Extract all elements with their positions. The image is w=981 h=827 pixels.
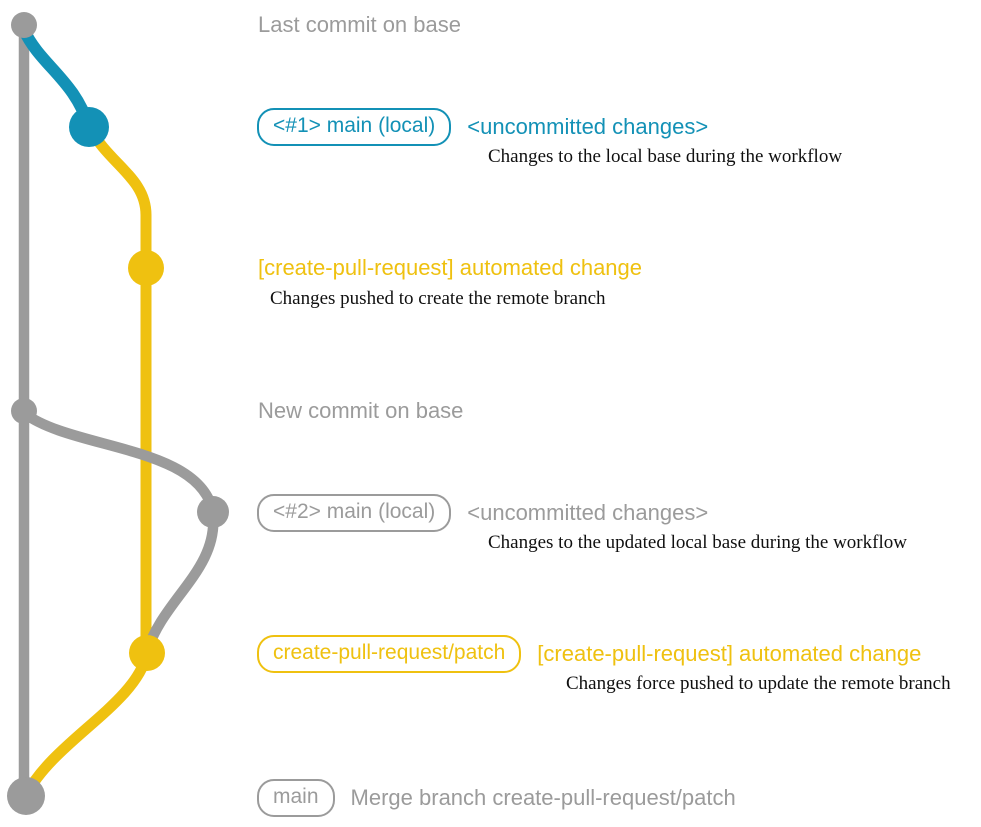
branch-badge-main-local-1: <#1> main (local) — [257, 108, 452, 146]
last-commit-label: Last commit on base — [258, 12, 461, 37]
merge-branch-label: Merge branch create-pull-request/patch — [350, 785, 736, 810]
edge-base-to-local-2 — [18, 407, 219, 518]
annotation-merge-commit: main Merge branch create-pull-request/pa… — [257, 779, 736, 817]
node-merge-commit — [7, 777, 45, 815]
node-last-commit-on-base — [11, 12, 37, 38]
annotation-automated-change-2: create-pull-request/patch [create-pull-r… — [257, 635, 921, 673]
new-commit-label: New commit on base — [258, 398, 464, 423]
node-automated-change-1 — [128, 250, 164, 286]
caption-force-pushed-update-remote: Changes force pushed to update the remot… — [566, 673, 951, 694]
annotation-last-commit-on-base: Last commit on base — [258, 12, 461, 38]
automated-change-label-2: [create-pull-request] automated change — [537, 641, 922, 666]
edge-local-2-to-patch — [141, 509, 219, 658]
uncommitted-changes-label-1: <uncommitted changes> — [467, 114, 709, 139]
edge-patch-merge — [20, 648, 153, 801]
caption-updated-local-base-changes: Changes to the updated local base during… — [488, 532, 907, 553]
branch-badge-main-local-2: <#2> main (local) — [257, 494, 452, 532]
caption-pushed-create-remote: Changes pushed to create the remote bran… — [270, 288, 606, 309]
node-automated-change-2 — [129, 635, 165, 671]
annotation-main-local-2: <#2> main (local) <uncommitted changes> — [257, 494, 708, 532]
automated-change-label-1: [create-pull-request] automated change — [258, 255, 643, 280]
annotation-main-local-1: <#1> main (local) <uncommitted changes> — [257, 108, 708, 146]
uncommitted-changes-label-2: <uncommitted changes> — [467, 500, 709, 525]
node-new-commit-on-base — [11, 398, 37, 424]
branch-badge-create-pull-request-patch: create-pull-request/patch — [257, 635, 522, 673]
branch-badge-main: main — [257, 779, 335, 817]
node-main-local-1 — [69, 107, 109, 147]
node-main-local-2 — [197, 496, 229, 528]
caption-local-base-changes: Changes to the local base during the wor… — [488, 146, 843, 167]
annotation-new-commit-on-base: New commit on base — [258, 398, 463, 424]
edge-patch-branch — [83, 121, 152, 659]
annotation-automated-change-1: [create-pull-request] automated change — [258, 255, 642, 281]
